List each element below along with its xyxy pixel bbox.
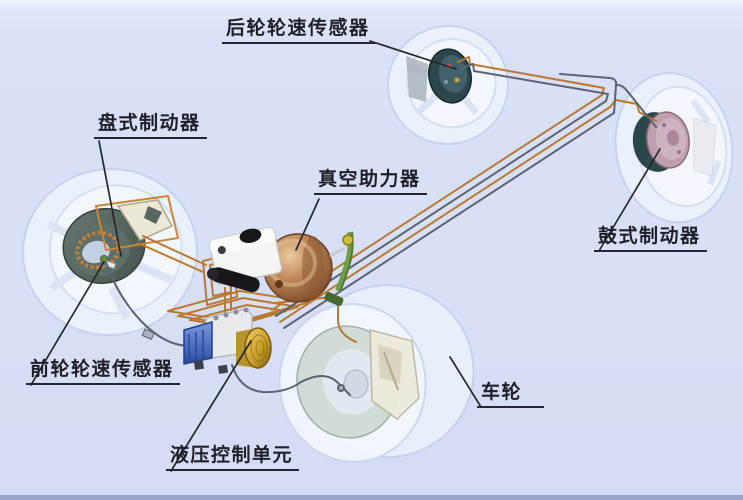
label-wheel: 车轮 xyxy=(477,381,545,408)
sensor-wires xyxy=(105,63,657,396)
bottom-border-strip xyxy=(0,495,743,500)
master-cylinder-body xyxy=(207,267,260,293)
drum-brake-assembly xyxy=(614,72,734,224)
label-hydraulic-control-unit: 液压控制单元 xyxy=(166,444,300,471)
label-front-wheel-speed-sensor: 前轮轮速传感器 xyxy=(26,358,180,385)
label-rear-wheel-speed-sensor: 后轮轮速传感器 xyxy=(222,17,376,44)
brake-pedal xyxy=(324,231,354,306)
front-wheel-assembly xyxy=(278,284,475,463)
hydraulic-control-unit xyxy=(183,307,272,374)
top-border-strip xyxy=(0,0,743,5)
label-vacuum-booster: 真空助力器 xyxy=(314,168,427,195)
label-drum-brake: 鼓式制动器 xyxy=(594,225,707,252)
leader-lines xyxy=(30,40,661,472)
front-disc-brake-assembly xyxy=(22,167,198,337)
vacuum-booster-assembly xyxy=(207,227,354,306)
rear-wheel-assembly xyxy=(387,24,509,146)
label-disc-brake: 盘式制动器 xyxy=(94,112,207,139)
